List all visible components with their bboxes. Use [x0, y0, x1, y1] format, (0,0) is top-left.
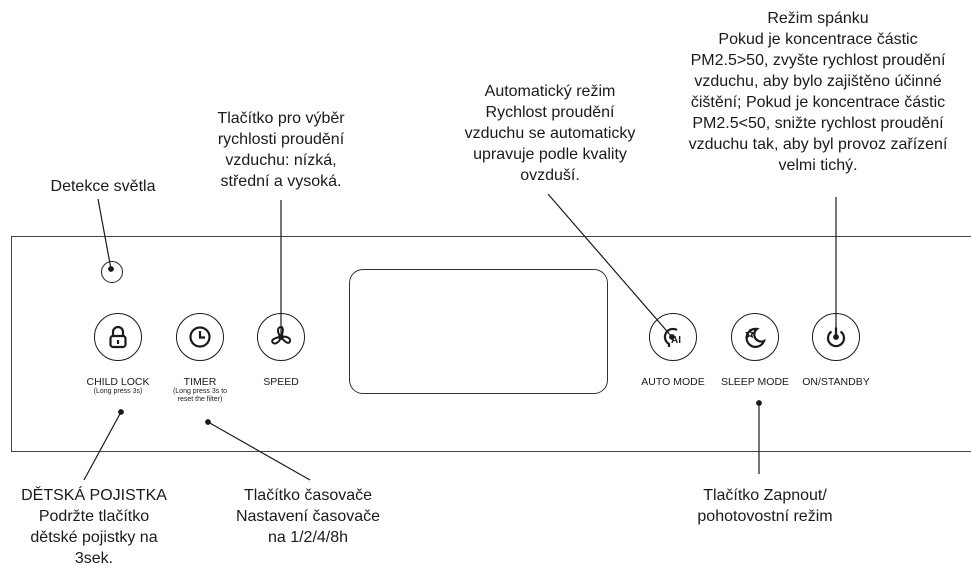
callout-timer: Tlačítko časovače Nastavení časovače na …	[235, 487, 381, 546]
lock-icon	[109, 325, 127, 349]
auto-mode-label: AUTO MODE	[641, 376, 705, 388]
clock-icon	[189, 326, 211, 348]
leader-timer	[207, 421, 311, 481]
child-lock-button[interactable]	[94, 313, 142, 361]
on-standby-label: ON/STANDBY	[802, 376, 870, 388]
power-button[interactable]	[812, 313, 860, 361]
leader-child-lock	[83, 411, 122, 481]
control-panel	[11, 236, 971, 452]
callout-auto-mode: Automatický režim Rychlost proudění vzdu…	[464, 83, 636, 184]
moon-star-icon	[744, 327, 766, 348]
timer-button[interactable]	[176, 313, 224, 361]
callout-sleep-mode: Režim spánku Pokud je koncentrace částic…	[688, 10, 948, 174]
callout-power: Tlačítko Zapnout/ pohotovostní režim	[697, 487, 833, 525]
speed-label: SPEED	[263, 376, 299, 388]
callout-speed-button: Tlačítko pro výběr rychlosti proudění vz…	[217, 110, 345, 190]
leader-auto-mode	[547, 193, 673, 338]
timer-label: TIMER (Long press 3s to reset the filter…	[172, 376, 228, 403]
sleep-mode-label: SLEEP MODE	[720, 376, 790, 388]
ai-head-icon: AI	[663, 327, 681, 347]
leader-light-detection	[97, 198, 112, 270]
child-lock-label: CHILD LOCK (Long press 3s)	[86, 376, 150, 395]
svg-text:AI: AI	[671, 335, 681, 346]
sleep-mode-button[interactable]	[731, 313, 779, 361]
callout-light-detection: Detekce světla	[50, 178, 156, 195]
light-sensor	[101, 261, 123, 283]
display-screen	[349, 269, 608, 394]
callout-child-lock: DĚTSKÁ POJISTKA Podržte tlačítko dětské …	[21, 487, 167, 567]
